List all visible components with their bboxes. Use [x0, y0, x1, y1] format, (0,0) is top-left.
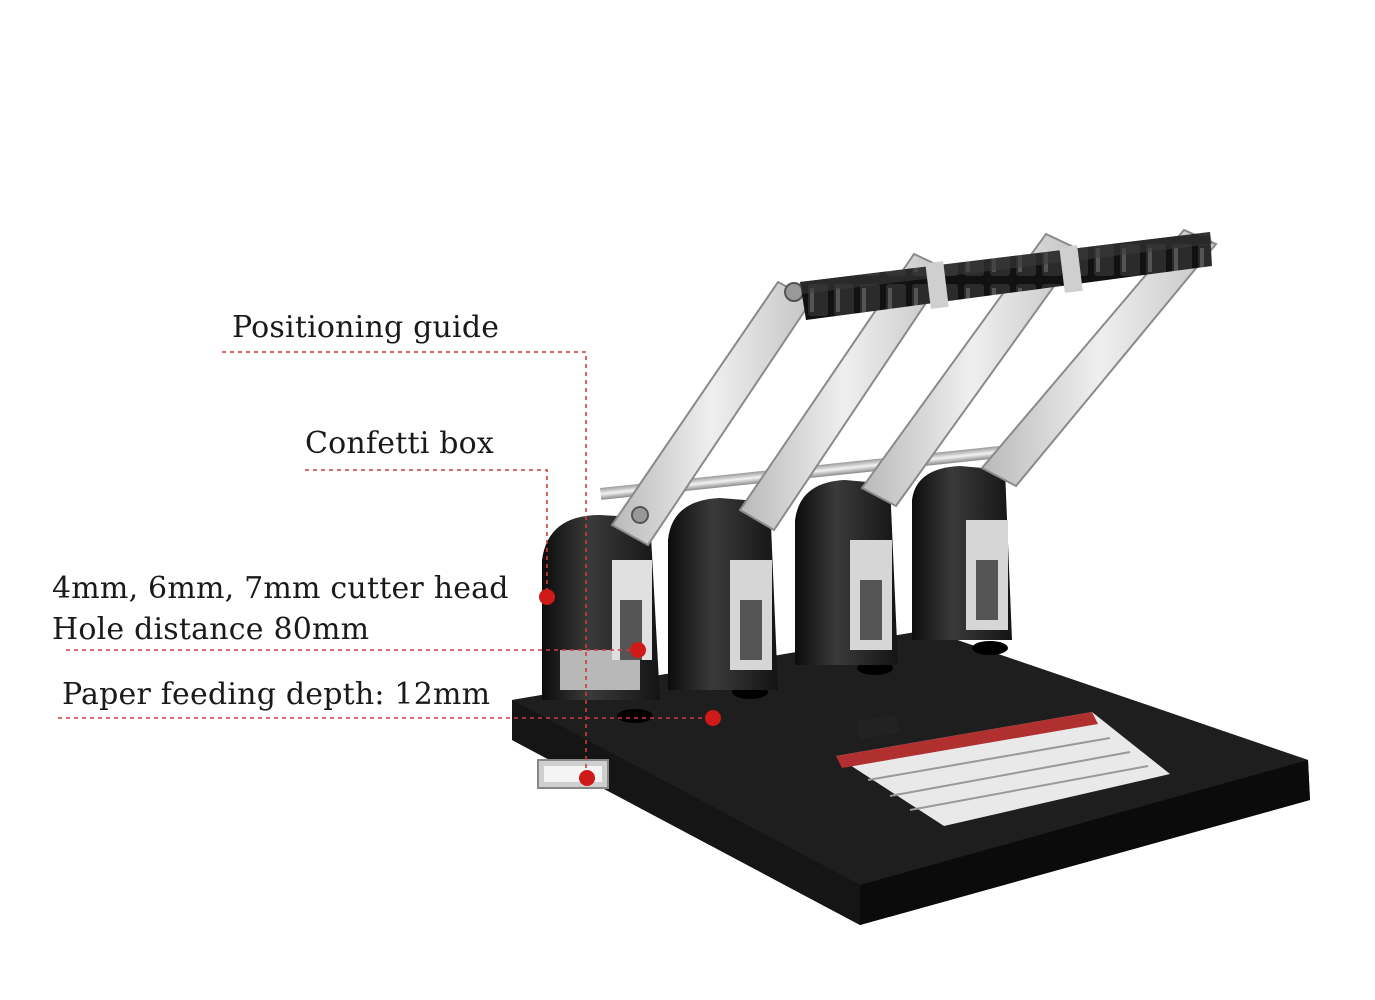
positioning-guide-label: Positioning guide	[232, 310, 500, 345]
cutter-head-label: 4mm, 6mm, 7mm cutter head	[52, 571, 509, 606]
lever-arms	[610, 228, 1218, 547]
feeding-depth-marker	[705, 710, 721, 726]
punch-head-2	[668, 498, 778, 690]
handle-grip	[800, 232, 1212, 320]
punch-head-3	[795, 480, 898, 665]
feeding-depth-label: Paper feeding depth: 12mm	[62, 677, 491, 712]
punch-head-4	[912, 466, 1012, 640]
hole-distance-label: Hole distance 80mm	[52, 612, 370, 647]
instruction-sticker	[836, 712, 1170, 826]
confetti-box-leader	[305, 469, 548, 596]
positioning-guide-leader	[222, 351, 587, 778]
positioning-guide	[537, 759, 609, 789]
punch-heads	[542, 466, 1012, 700]
marker-dots	[539, 589, 721, 786]
cutter-head-marker	[539, 589, 555, 605]
confetti-box-label: Confetti box	[305, 426, 495, 461]
punch-head-1	[542, 515, 660, 700]
leader-lines	[58, 351, 712, 778]
hole-distance-marker	[630, 642, 646, 658]
positioning-guide-marker	[579, 770, 595, 786]
